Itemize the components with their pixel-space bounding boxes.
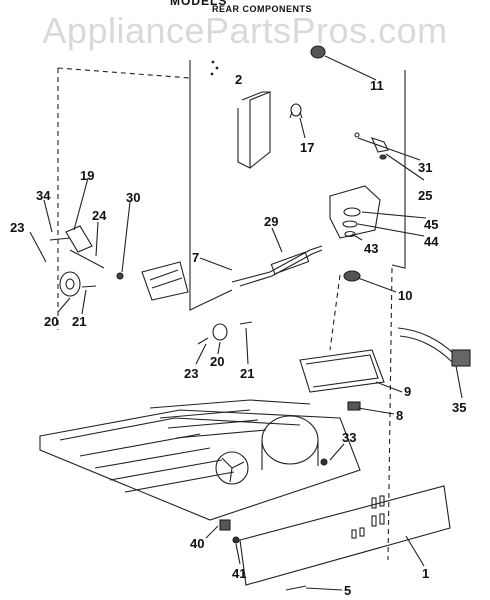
part-8-bracket bbox=[347, 401, 361, 411]
callout-41: 41 bbox=[232, 566, 246, 581]
part-20-wheel-left bbox=[59, 271, 81, 297]
rivet-dots bbox=[210, 60, 219, 76]
watermark-text: AppliancePartsPros.com bbox=[42, 10, 448, 51]
callout-29: 29 bbox=[264, 214, 278, 229]
part-17-screw bbox=[289, 103, 303, 119]
part-20-wheel-lower bbox=[212, 321, 253, 341]
callout-9: 9 bbox=[404, 384, 411, 399]
part-1-back-panel bbox=[239, 485, 451, 586]
part-21-axle-left bbox=[81, 285, 97, 288]
part-33-screw bbox=[320, 458, 328, 466]
part-41-screw bbox=[232, 536, 240, 544]
part-11-plug bbox=[310, 45, 373, 79]
part-40-clip bbox=[219, 519, 231, 531]
callout-30: 30 bbox=[126, 190, 140, 205]
part-10-grommet bbox=[343, 270, 361, 282]
part-9-drain-pan bbox=[299, 349, 385, 393]
callout-17: 17 bbox=[300, 140, 314, 155]
callout-8: 8 bbox=[396, 408, 403, 423]
callout-45: 45 bbox=[424, 217, 438, 232]
compressor bbox=[261, 415, 319, 470]
callout-20-left: 20 bbox=[44, 314, 58, 329]
part-5-screw bbox=[285, 585, 307, 591]
callout-44: 44 bbox=[424, 234, 439, 249]
part-2-bracket bbox=[237, 91, 271, 169]
drain-assembly bbox=[329, 185, 381, 239]
condenser-fan bbox=[215, 451, 249, 485]
heater-piece bbox=[141, 261, 189, 301]
machine-base bbox=[39, 399, 361, 521]
callout-19: 19 bbox=[80, 168, 94, 183]
callout-10: 10 bbox=[398, 288, 412, 303]
callout-34: 34 bbox=[36, 188, 51, 203]
section-title: REAR COMPONENTS bbox=[212, 4, 313, 14]
part-35-harness bbox=[397, 327, 471, 367]
callout-35: 35 bbox=[452, 400, 466, 415]
callout-1: 1 bbox=[422, 566, 429, 581]
callout-5: 5 bbox=[344, 583, 351, 598]
callout-25: 25 bbox=[418, 188, 432, 203]
callout-23-lower: 23 bbox=[184, 366, 198, 381]
callout-31: 31 bbox=[418, 160, 432, 175]
callout-33: 33 bbox=[342, 430, 356, 445]
part-29-tube bbox=[231, 245, 323, 287]
callout-21-left: 21 bbox=[72, 314, 86, 329]
callout-40: 40 bbox=[190, 536, 204, 551]
callout-20-lower: 20 bbox=[210, 354, 224, 369]
callout-43: 43 bbox=[364, 241, 378, 256]
callout-2: 2 bbox=[235, 72, 242, 87]
model-heading: MODELS bbox=[170, 0, 228, 8]
callout-7: 7 bbox=[192, 250, 199, 265]
hinge-bracket bbox=[49, 225, 124, 280]
callout-24: 24 bbox=[92, 208, 107, 223]
callout-21-lower: 21 bbox=[240, 366, 254, 381]
callout-11: 11 bbox=[370, 78, 384, 93]
callout-23-upper: 23 bbox=[10, 220, 24, 235]
part-31-clip bbox=[354, 132, 389, 160]
